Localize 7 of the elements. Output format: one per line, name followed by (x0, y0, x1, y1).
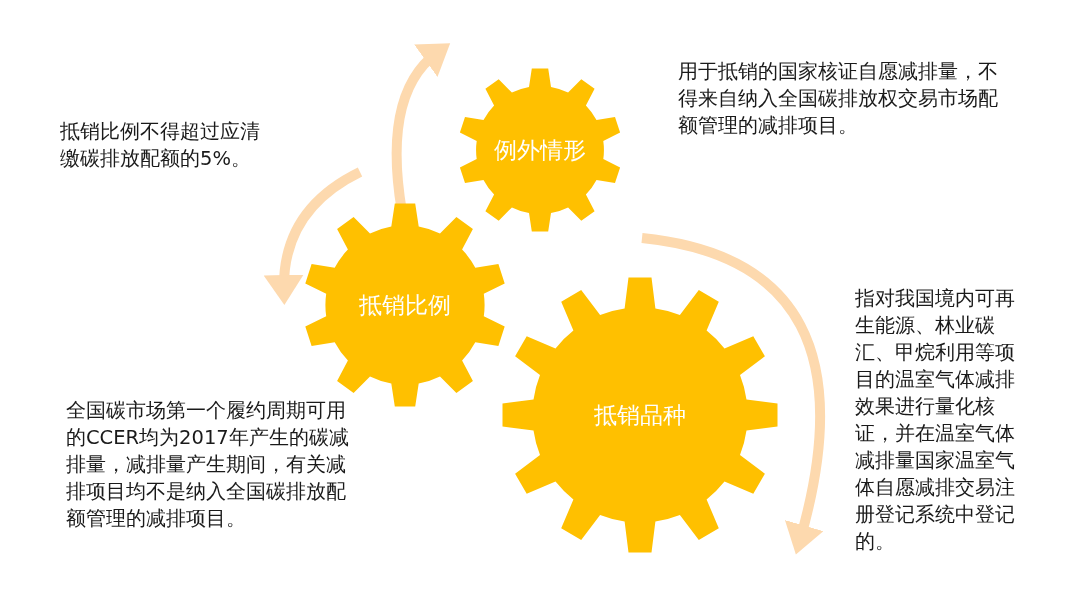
gear-label: 抵销品种 (593, 400, 687, 430)
gear-label: 抵销比例 (358, 290, 452, 320)
gear-label: 例外情形 (493, 135, 587, 165)
description-text: 抵销比例不得超过应清缴碳排放配额的5%。 (60, 119, 261, 172)
description-text: 全国碳市场第一个履约周期可用的CCER均为2017年产生的碳减排量，减排量产生期间，有关减排项目均不是纳入全国碳排放配额管理的减排项目。 (66, 398, 350, 532)
description-text: 指对我国境内可再生能源、林业碳汇、甲烷利用等项目的温室气体减排效果进行量化核证，并在温室气体减排量国家温室气体自愿减排交易注册登记系统中登记的。 (855, 286, 1016, 555)
description-text: 用于抵销的国家核证自愿减排量，不得来自纳入全国碳排放权交易市场配额管理的减排项目。 (678, 59, 999, 139)
